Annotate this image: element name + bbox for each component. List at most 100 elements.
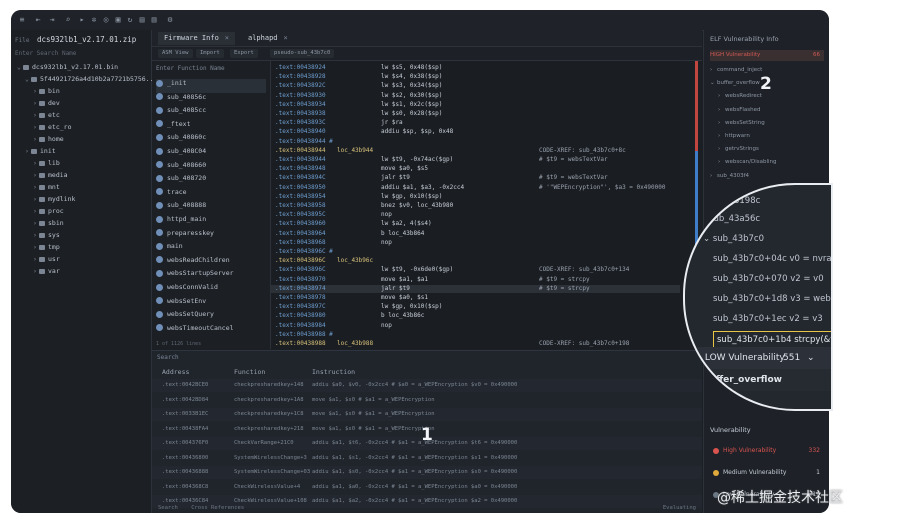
function-item[interactable]: sub_408888 [156, 201, 266, 215]
code-line[interactable]: .text:00438988 # [271, 331, 680, 339]
footer-cross-references[interactable]: Cross References [191, 505, 245, 511]
subtab-asm-view[interactable]: ASM View [158, 49, 193, 58]
tree-item[interactable]: ›usr [33, 255, 60, 265]
tab-alphapd[interactable]: alphapd× [242, 32, 294, 45]
tree-item[interactable]: ›home [33, 135, 64, 145]
filter-icon[interactable]: ◎ [103, 15, 109, 24]
close-icon[interactable]: × [283, 34, 288, 42]
buffer-overflow-section[interactable]: buffer_overflow [685, 369, 831, 391]
vuln-tree-item[interactable]: ›sub_4303f4 [710, 171, 749, 182]
magnifier-item[interactable]: › sub_43a56c [703, 211, 760, 227]
search-icon[interactable]: ⌕ [65, 15, 71, 24]
function-item[interactable]: websTimeoutCancel [156, 324, 266, 338]
function-item[interactable]: sub_40860c [156, 133, 266, 147]
magnifier-item[interactable]: sub_43b7c0+1ec v2 = v3 [713, 311, 823, 327]
refresh-icon[interactable]: ↻ [127, 15, 133, 24]
vuln-tree-item[interactable]: ›websRedirect [718, 91, 762, 102]
tree-item[interactable]: ›etc [33, 111, 60, 121]
vuln-tree-item[interactable]: ›websSetString [718, 118, 765, 129]
tab-firmware-info[interactable]: Firmware Info× [158, 32, 236, 45]
function-item[interactable]: _init [156, 79, 266, 93]
function-item[interactable]: websReadChildren [156, 256, 266, 270]
magnifier-item[interactable]: sub_43b7c0+04c v0 = nvram_bufget(0, " [713, 251, 831, 267]
vuln-tree-item[interactable]: ›webscan/Disabling [718, 157, 777, 168]
vuln-tree-item[interactable]: ›getrvStrings [718, 144, 759, 155]
function-item[interactable]: websSetQuery [156, 310, 266, 324]
vuln-tree-item[interactable]: ›command_inject [710, 65, 762, 76]
function-item[interactable]: sub_4085cc [156, 106, 266, 120]
root-file[interactable]: File dcs932lb1_v2.17.01.zip [15, 35, 147, 47]
play-icon[interactable]: ▸ [79, 15, 85, 24]
vuln-tree-item[interactable]: ⌄buffer_overflow [710, 78, 760, 89]
trash-icon[interactable]: ▥ [151, 15, 157, 24]
low-vuln-section[interactable]: i LOW Vulnerability 551 ⌄ [685, 347, 831, 369]
tree-item[interactable]: ›init [25, 147, 56, 157]
code-line[interactable]: .text:0043896C # [271, 248, 680, 256]
vuln-tree-item[interactable]: ›websFlashed [718, 105, 761, 116]
tree-item[interactable]: ⌄5f44921726a4d10b2a7721b5756... [25, 75, 157, 85]
footer-search[interactable]: Search [158, 505, 178, 511]
subtab-export[interactable]: Export [230, 49, 258, 58]
tree-item[interactable]: ›mydlink [33, 195, 75, 205]
function-item[interactable]: websStartupServer [156, 269, 266, 283]
magnifier-item[interactable]: › sub_43198c [703, 193, 760, 209]
function-item[interactable]: websSetEnv [156, 297, 266, 311]
step-forward-icon[interactable]: ⇥ [49, 15, 55, 24]
tree-item[interactable]: ›mnt [33, 183, 60, 193]
function-item[interactable]: httpd_main [156, 215, 266, 229]
function-item[interactable]: websConnValid [156, 283, 266, 297]
tree-item[interactable]: ›var [33, 267, 60, 277]
settings-icon[interactable]: ⚙ [167, 15, 173, 24]
function-item[interactable]: sub_408660 [156, 161, 266, 175]
function-item[interactable]: sub_408720 [156, 174, 266, 188]
function-item[interactable]: main [156, 242, 266, 256]
magnifier-item[interactable]: sub_43b7c0+070 v2 = v0 [713, 271, 824, 287]
function-item[interactable]: preparesskey [156, 229, 266, 243]
function-item[interactable]: sub_408C04 [156, 147, 266, 161]
tree-item[interactable]: ›bin [33, 87, 60, 97]
vuln-summary-row[interactable]: CVE Vulnerability98 [708, 508, 826, 513]
tree-search-input[interactable]: Enter Search Name [15, 50, 77, 57]
function-item[interactable]: _ftext [156, 120, 266, 134]
gear-icon[interactable]: ✲ [91, 15, 97, 24]
code-line[interactable]: .text:00438944 # [271, 138, 680, 146]
tree-item[interactable]: ›sbin [33, 219, 64, 229]
function-item[interactable]: trace [156, 188, 266, 202]
clipboard-icon[interactable]: ▤ [139, 15, 145, 24]
subtab-pseudo[interactable]: pseudo-sub_43b7c0 [270, 49, 335, 58]
tree-item[interactable]: ›media [33, 171, 68, 181]
high-vuln-row[interactable]: HIGH Vulnerability 66 [710, 50, 824, 61]
magnifier-item[interactable]: sub_43b7c0+1d8 v3 = websGetVar(p0, " [713, 291, 831, 307]
